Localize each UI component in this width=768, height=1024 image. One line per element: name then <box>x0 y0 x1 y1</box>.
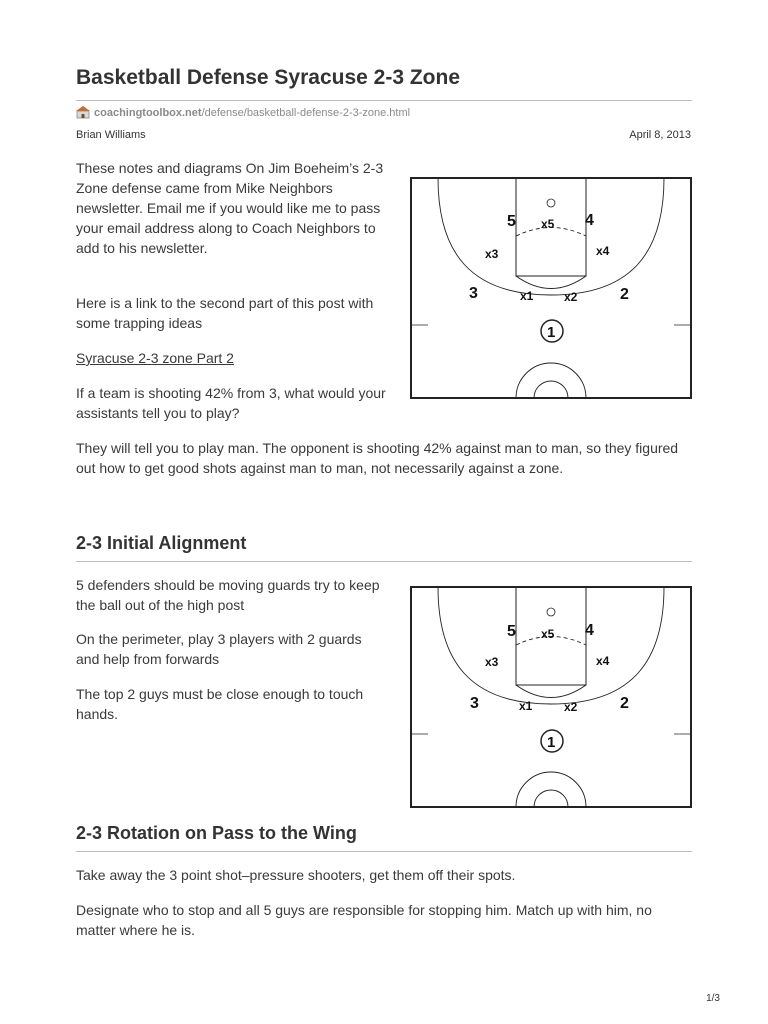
zone-diagram-1: 5 4 x5 x3 x4 3 2 x1 x2 1 <box>410 177 692 399</box>
part-2-link[interactable]: Syracuse 2-3 zone Part 2 <box>76 350 234 366</box>
offense-5: 5 <box>507 623 516 640</box>
section-divider <box>76 851 692 852</box>
offense-5: 5 <box>507 213 516 230</box>
rotation-paragraph-1: Take away the 3 point shot–pressure shoo… <box>76 867 516 883</box>
offense-4: 4 <box>585 622 594 639</box>
offense-4: 4 <box>585 212 594 229</box>
zone-diagram-2: 5 4 x5 x3 x4 3 2 x1 x2 1 <box>410 586 692 808</box>
defense-x4: x4 <box>596 654 610 668</box>
offense-2: 2 <box>620 286 629 303</box>
defense-x5: x5 <box>541 627 555 641</box>
alignment-paragraph-3: The top 2 guys must be close enough to t… <box>76 686 364 722</box>
defense-x4: x4 <box>596 244 610 258</box>
defense-x2: x2 <box>564 290 578 304</box>
section-divider <box>76 561 692 562</box>
defense-x3: x3 <box>485 247 499 261</box>
intro-paragraph-1: These notes and diagrams On Jim Boeheim’… <box>76 160 384 256</box>
offense-3: 3 <box>470 695 479 712</box>
intro-paragraph-4: They will tell you to play man. The oppo… <box>76 440 679 476</box>
defense-x1: x1 <box>520 289 534 303</box>
defense-x1: x1 <box>519 699 533 713</box>
source-domain: coachingtoolbox.net <box>94 106 202 119</box>
offense-1: 1 <box>547 734 555 751</box>
defense-x3: x3 <box>485 655 499 669</box>
intro-paragraph-2: Here is a link to the second part of thi… <box>76 295 374 331</box>
section-heading-rotation-wing: 2-3 Rotation on Pass to the Wing <box>76 823 357 843</box>
title-divider <box>76 100 692 101</box>
alignment-paragraph-1: 5 defenders should be moving guards try … <box>76 577 380 613</box>
author: Brian Williams <box>76 129 146 141</box>
source-path: /defense/basketball-defense-2-3-zone.htm… <box>201 106 411 119</box>
defense-x5: x5 <box>541 217 555 231</box>
source-url[interactable]: coachingtoolbox.net/defense/basketball-d… <box>76 106 410 119</box>
site-favicon-icon <box>76 106 90 119</box>
offense-1: 1 <box>547 324 555 341</box>
article-title: Basketball Defense Syracuse 2-3 Zone <box>76 66 461 89</box>
page-number: 1/3 <box>706 993 720 1004</box>
publish-date: April 8, 2013 <box>629 129 691 141</box>
intro-paragraph-3: If a team is shooting 42% from 3, what w… <box>76 385 386 421</box>
alignment-paragraph-2: On the perimeter, play 3 players with 2 … <box>76 631 362 667</box>
offense-2: 2 <box>620 695 629 712</box>
rotation-paragraph-2: Designate who to stop and all 5 guys are… <box>76 902 652 938</box>
section-heading-initial-alignment: 2-3 Initial Alignment <box>76 533 247 553</box>
defense-x2: x2 <box>564 700 578 714</box>
offense-3: 3 <box>469 285 478 302</box>
